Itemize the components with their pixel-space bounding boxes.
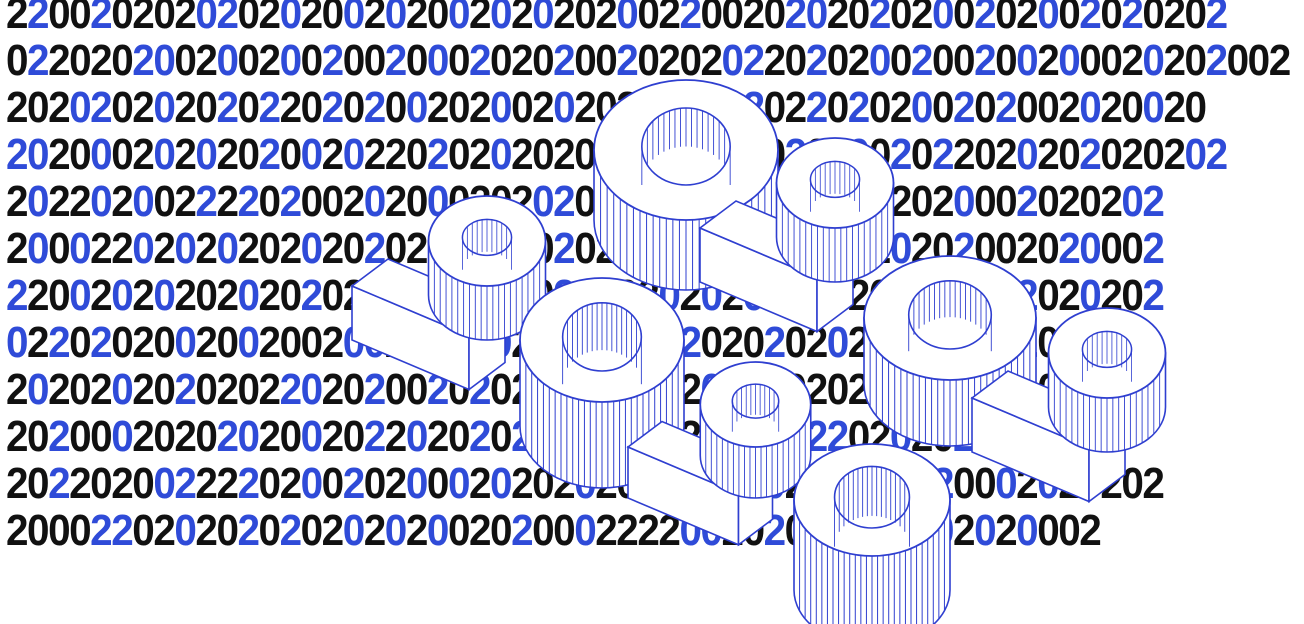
digit-zero-bottom xyxy=(793,443,951,624)
digit-two-bottom xyxy=(626,361,812,547)
digit-row: 2200202020202020020200202020200220020202… xyxy=(6,0,1228,38)
digit-two-right xyxy=(970,307,1167,504)
digit-two-top-right xyxy=(698,137,895,334)
digit-row: 0220202002002002002000202020020202022020… xyxy=(6,36,1291,85)
digit-two-left xyxy=(350,195,547,392)
